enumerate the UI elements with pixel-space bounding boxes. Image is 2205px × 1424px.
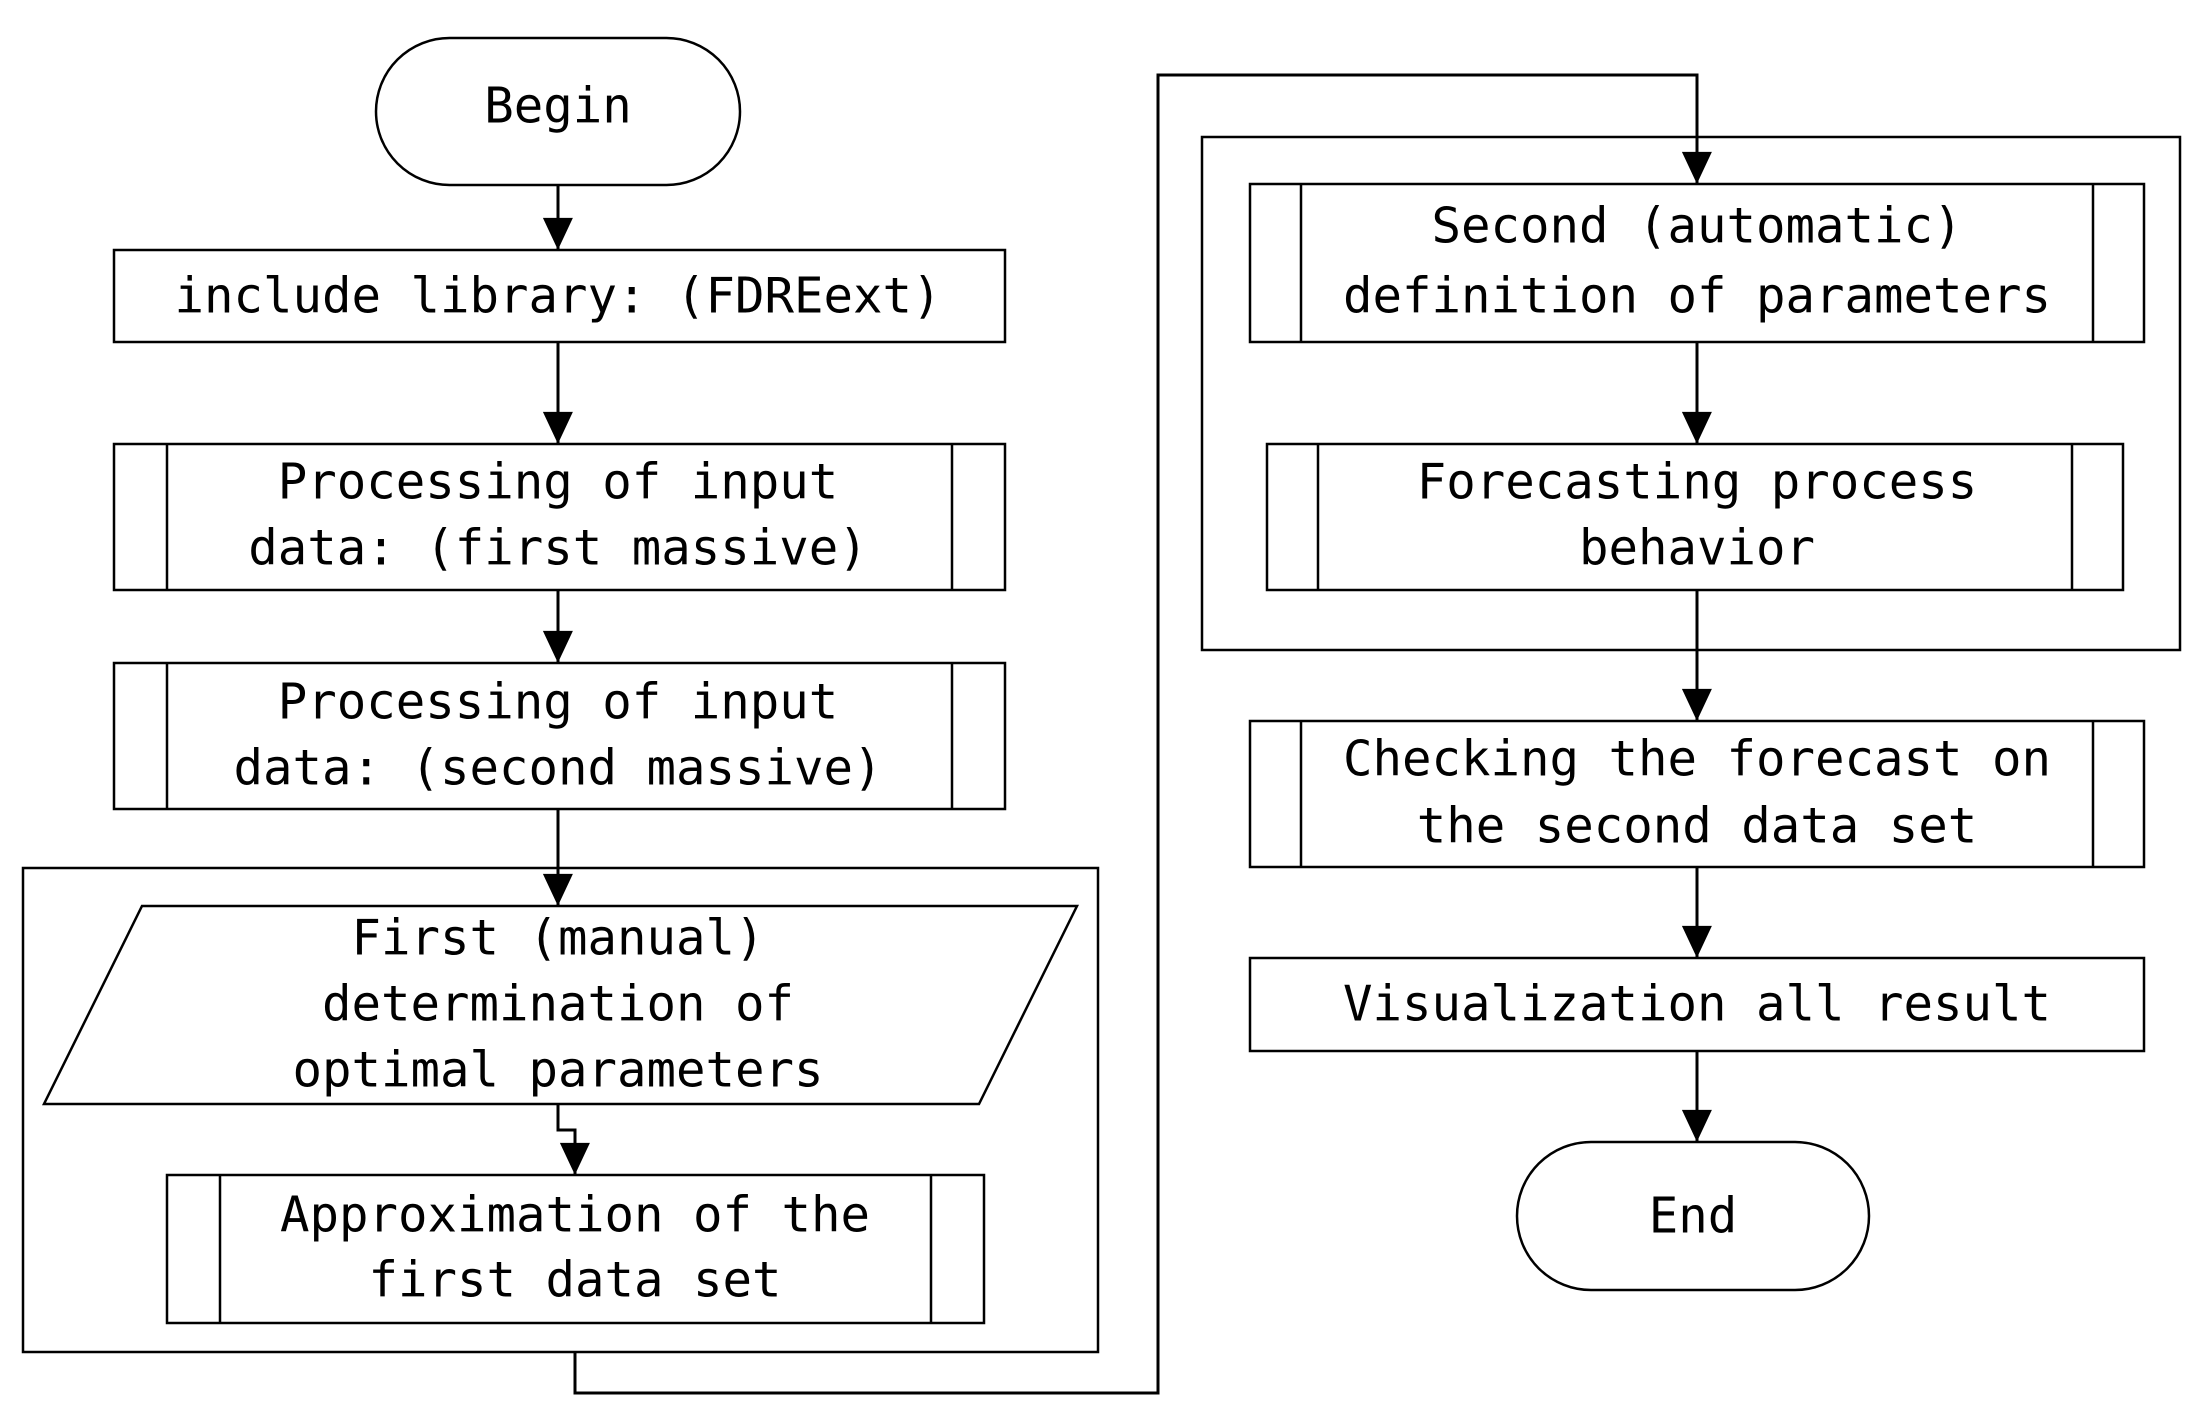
group-manual-frame: [21, 866, 1100, 1354]
node-manual: First (manual) determination of optimal …: [41, 904, 1080, 1106]
node-include: include library: (FDREext): [112, 248, 1007, 344]
node-auto-label-line-2: definition of parameters: [1343, 268, 2051, 325]
node-visual: Visualization all result: [1248, 956, 2146, 1053]
node-manual-label-line-3: optimal parameters: [292, 1042, 823, 1099]
node-check-shape: [1248, 719, 2146, 869]
node-end: End: [1515, 1140, 1871, 1292]
node-forecast-label-line-2: behavior: [1579, 520, 1815, 577]
node-approx-shape: [165, 1173, 986, 1325]
node-end-shape: [1515, 1140, 1871, 1292]
node-include-shape: [112, 248, 1007, 344]
node-auto-label-line-1: Second (automatic): [1431, 198, 1962, 255]
node-proc2-label-line-1: Processing of input: [278, 674, 839, 731]
node-check: Checking the forecast on the second data…: [1248, 719, 2146, 869]
node-approx-label-line-2: first data set: [368, 1252, 781, 1309]
node-approx: Approximation of the first data set: [165, 1173, 986, 1325]
node-include-label: include library: (FDREext): [174, 268, 941, 325]
node-proc1: Processing of input data: (first massive…: [112, 442, 1007, 592]
node-manual-label-line-2: determination of: [322, 976, 794, 1033]
node-approx-label-line-1: Approximation of the: [280, 1187, 870, 1244]
node-forecast-shape: [1265, 442, 2125, 592]
edge-manual-approx: [556, 1104, 590, 1175]
node-manual-shape: [41, 904, 1080, 1106]
node-forecast: Forecasting process behavior: [1265, 442, 2125, 592]
group-auto-frame: [1200, 135, 2182, 652]
node-check-label-line-2: the second data set: [1417, 798, 1978, 855]
node-manual-label-line-1: First (manual): [351, 910, 764, 967]
node-proc1-label-line-2: data: (first massive): [248, 520, 868, 577]
node-auto: Second (automatic) definition of paramet…: [1248, 182, 2146, 344]
node-end-label: End: [1649, 1188, 1738, 1245]
node-forecast-label-line-1: Forecasting process: [1417, 454, 1978, 511]
node-visual-label: Visualization all result: [1343, 976, 2051, 1033]
connectors: [542, 73, 1712, 1395]
node-proc2-label-line-2: data: (second massive): [233, 740, 882, 797]
edge-group-auto: [573, 73, 1712, 1395]
node-proc1-label-line-1: Processing of input: [278, 454, 839, 511]
node-begin: Begin: [374, 36, 742, 187]
node-auto-shape: [1248, 182, 2146, 344]
node-check-label-line-1: Checking the forecast on: [1343, 731, 2051, 788]
node-proc2: Processing of input data: (second massiv…: [112, 661, 1007, 811]
node-begin-label: Begin: [484, 78, 632, 135]
node-proc2-shape: [112, 661, 1007, 811]
node-visual-shape: [1248, 956, 2146, 1053]
